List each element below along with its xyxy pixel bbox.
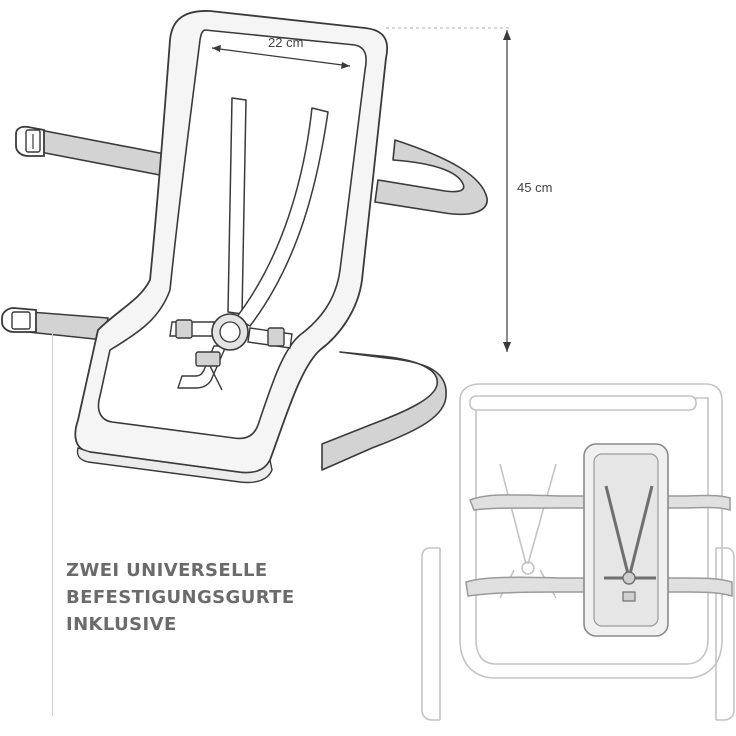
upper-strap-right-band [374, 139, 488, 216]
left-hip-buckle [175, 319, 193, 339]
crotch-buckle [195, 351, 221, 367]
caption: ZWEI UNIVERSELLE BEFESTIGUNGSGURTE INKLU… [66, 557, 386, 638]
caption-line-3: INKLUSIVE [66, 614, 177, 635]
left-shoulder-strap [227, 97, 247, 315]
inset-infant-seat [583, 443, 669, 637]
seat-base-bottom [76, 447, 273, 484]
caption-line-1: ZWEI UNIVERSELLE [66, 560, 268, 581]
caption-line-2: BEFESTIGUNGSGURTE [66, 587, 295, 608]
lower-strap-buckle [1, 307, 37, 333]
upper-strap-buckle [15, 125, 45, 157]
lower-strap-right-band [321, 351, 447, 471]
upper-fastening-strap [15, 125, 488, 216]
trailer-top-bar [469, 395, 697, 411]
width-dimension-label: 22 cm [268, 35, 303, 50]
width-dimension: 22 cm [211, 35, 351, 69]
trailer-inset [421, 383, 735, 721]
right-shoulder-strap [235, 107, 329, 327]
upper-strap-left-band [39, 129, 171, 177]
height-dimension-label: 45 cm [517, 180, 552, 195]
five-point-harness [169, 97, 329, 391]
trailer-left-wheel [421, 547, 440, 721]
trailer-child-harness [499, 463, 557, 599]
height-dimension: 45 cm [386, 27, 552, 352]
trailer-right-wheel [716, 547, 735, 721]
caption-leader-line [52, 330, 53, 716]
trailer-frame [459, 383, 723, 679]
right-hip-buckle [267, 327, 285, 347]
trailer-inner-frame [475, 397, 709, 665]
